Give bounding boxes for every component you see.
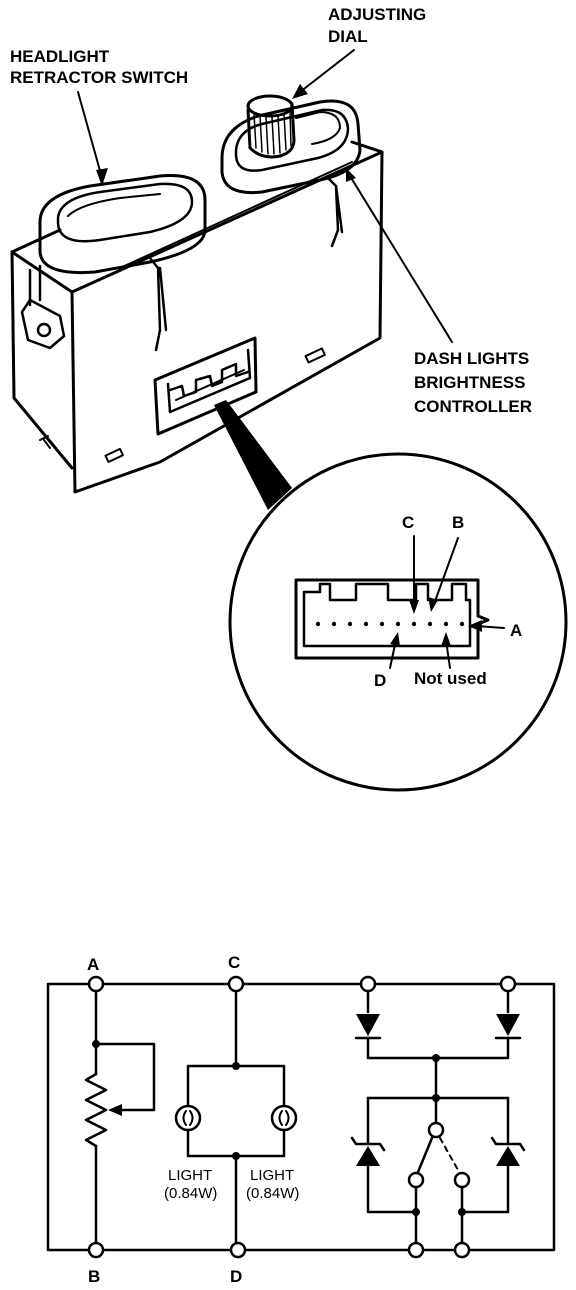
dash-lights-brightness-controller — [220, 94, 362, 195]
zoom-pointer — [214, 400, 292, 510]
schematic-terminal-c-label: C — [228, 953, 240, 972]
headlight-retractor-switch — [38, 174, 207, 275]
light-2-name: LIGHT — [250, 1167, 294, 1184]
terminal-d — [229, 1241, 247, 1259]
adjusting-dial — [246, 94, 296, 159]
lamp-2-icon — [270, 1104, 298, 1132]
terminals — [87, 975, 517, 1259]
light-1-name: LIGHT — [168, 1167, 212, 1184]
terminal-right-4 — [453, 1241, 471, 1259]
connector-pins — [315, 621, 465, 627]
switch-assembly-illustration — [10, 94, 384, 510]
lamp-1-icon — [174, 1104, 202, 1132]
adjusting-dial-label-line2: DIAL — [328, 27, 368, 46]
headlight-switch-label-line1: HEADLIGHT — [10, 47, 110, 66]
terminal-c — [227, 975, 245, 993]
connector-zoom-view — [228, 452, 568, 792]
label-leaders — [77, 49, 453, 343]
connector-not-used-label: Not used — [414, 669, 487, 688]
adjusting-dial-label-line1: ADJUSTING — [328, 5, 426, 24]
connector-pin-a-label: A — [510, 621, 522, 640]
connector-pin-c-label: C — [402, 513, 414, 532]
light-2-rating: (0.84W) — [246, 1185, 299, 1202]
wiring-schematic — [46, 975, 556, 1259]
connector-pin-d-label: D — [374, 671, 386, 690]
schematic-terminal-b-label: B — [88, 1267, 100, 1286]
light-1-rating: (0.84W) — [164, 1185, 217, 1202]
connector-pin-b-label: B — [452, 513, 464, 532]
terminal-right-1 — [359, 975, 377, 993]
variable-resistor — [84, 990, 156, 1244]
dash-lights-label-line2: BRIGHTNESS — [414, 373, 525, 392]
dash-lights-label-line1: DASH LIGHTS — [414, 349, 529, 368]
terminal-a — [87, 975, 105, 993]
terminal-right-2 — [499, 975, 517, 993]
terminal-right-3 — [407, 1241, 425, 1259]
schematic-terminal-d-label: D — [230, 1267, 242, 1286]
connector-housing-on-body — [153, 336, 258, 436]
headlight-switch-label-line2: RETRACTOR SWITCH — [10, 68, 188, 87]
dash-lights-label-line3: CONTROLLER — [414, 397, 532, 416]
schematic-terminal-a-label: A — [87, 955, 99, 974]
lights-branch — [174, 990, 298, 1244]
diode-network — [350, 990, 526, 1244]
terminal-b — [87, 1241, 105, 1259]
